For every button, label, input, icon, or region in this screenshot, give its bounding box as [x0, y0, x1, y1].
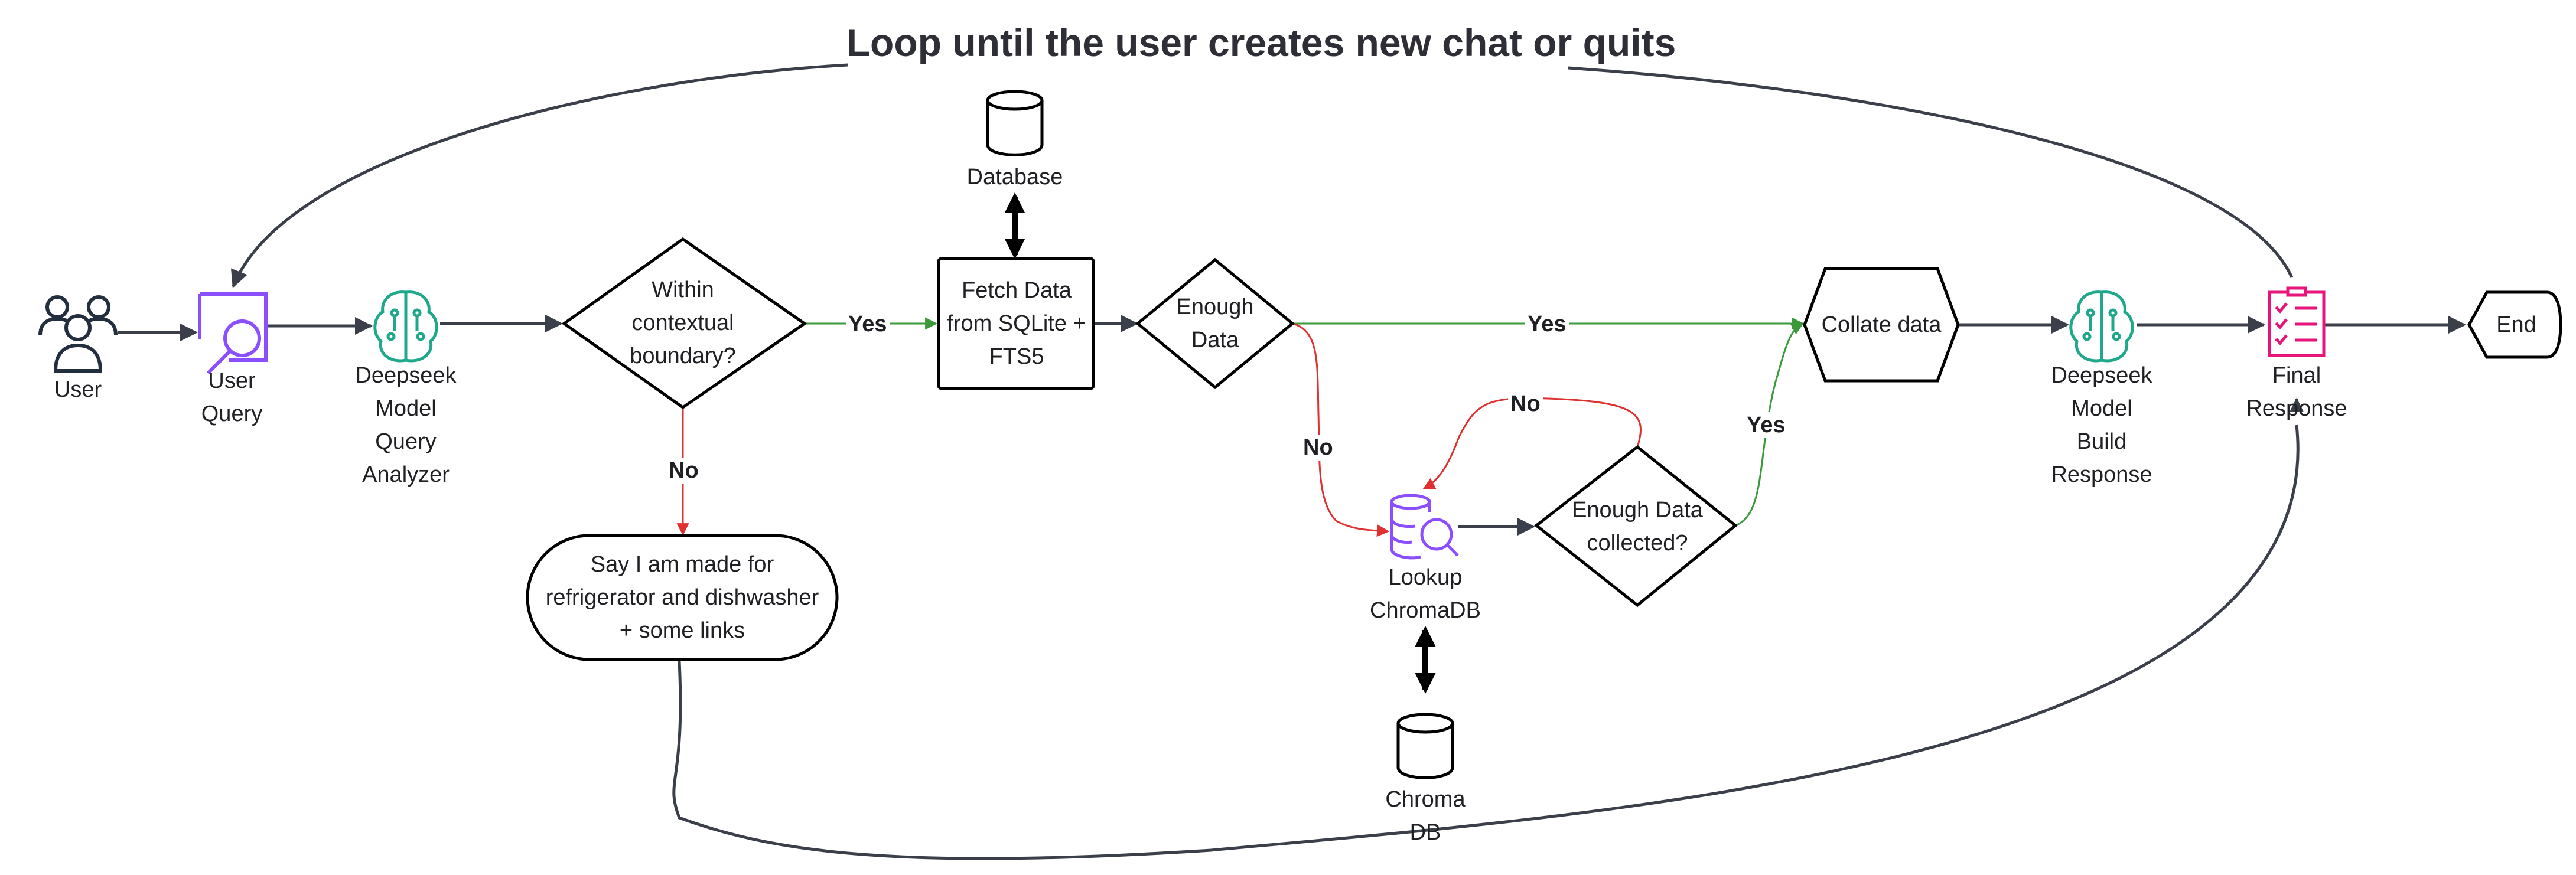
lookup-chromadb-label: Lookup ChromaDB: [1370, 565, 1481, 623]
collate-data-shape: [1803, 267, 1960, 383]
enough-data-decision-shape: [1135, 257, 1295, 390]
end-label: End: [2496, 312, 2536, 337]
cylinder-icon: [1396, 713, 1454, 779]
ai-brain-icon: [2069, 290, 2134, 363]
user-label: User: [54, 377, 102, 402]
fetch-data-label: Fetch Data from SQLite + FTS5: [947, 278, 1086, 369]
enough-collected-label: Enough Data collected?: [1572, 498, 1703, 556]
diagram-title: Loop until the user creates new chat or …: [846, 21, 1676, 64]
edge-label-yes-enough: Yes: [1525, 311, 1569, 337]
edge-yes-collected: [1735, 322, 1804, 527]
enough-data-label: Enough Data: [1176, 295, 1254, 352]
build-response-label: Deepseek Model Build Response: [2051, 363, 2152, 487]
query-analyzer-label: Deepseek Model Query Analyzer: [355, 363, 457, 487]
edge-label-yes-boundary: Yes: [846, 311, 890, 337]
fetch-data-box: [937, 257, 1095, 390]
users-icon: [38, 295, 118, 373]
edge-label-no-boundary: No: [666, 458, 701, 484]
loop-arrow-bottom: [672, 425, 2300, 860]
edge-label-yes-collected: Yes: [1744, 412, 1788, 438]
edge-label-no-collected: No: [1508, 391, 1543, 417]
checklist-icon: [2268, 286, 2326, 357]
chroma-db-label: Chroma DB: [1385, 787, 1466, 845]
edge-label-no-enough: No: [1301, 435, 1336, 461]
boundary-decision-shape: [561, 237, 807, 410]
collate-data-label: Collate data: [1821, 312, 1942, 337]
edge-no-collected: [1422, 397, 1642, 490]
search-icon: [198, 292, 268, 375]
user-query-label: User Query: [201, 368, 263, 426]
boundary-decision-label: Within contextual boundary?: [630, 277, 736, 368]
enough-collected-decision-shape: [1533, 445, 1738, 608]
end-shape: [2467, 290, 2562, 359]
final-response-label: Final Response: [2246, 363, 2347, 421]
database-search-icon: [1390, 494, 1459, 560]
loop-arrow-top: [233, 63, 2294, 286]
database-label: Database: [966, 165, 1063, 190]
say-message-shape: [526, 534, 839, 661]
say-message-label: Say I am made for refrigerator and dishw…: [545, 552, 819, 643]
edge-no-enough: [1292, 322, 1390, 537]
cylinder-icon: [986, 90, 1044, 156]
ai-brain-icon: [373, 290, 438, 363]
